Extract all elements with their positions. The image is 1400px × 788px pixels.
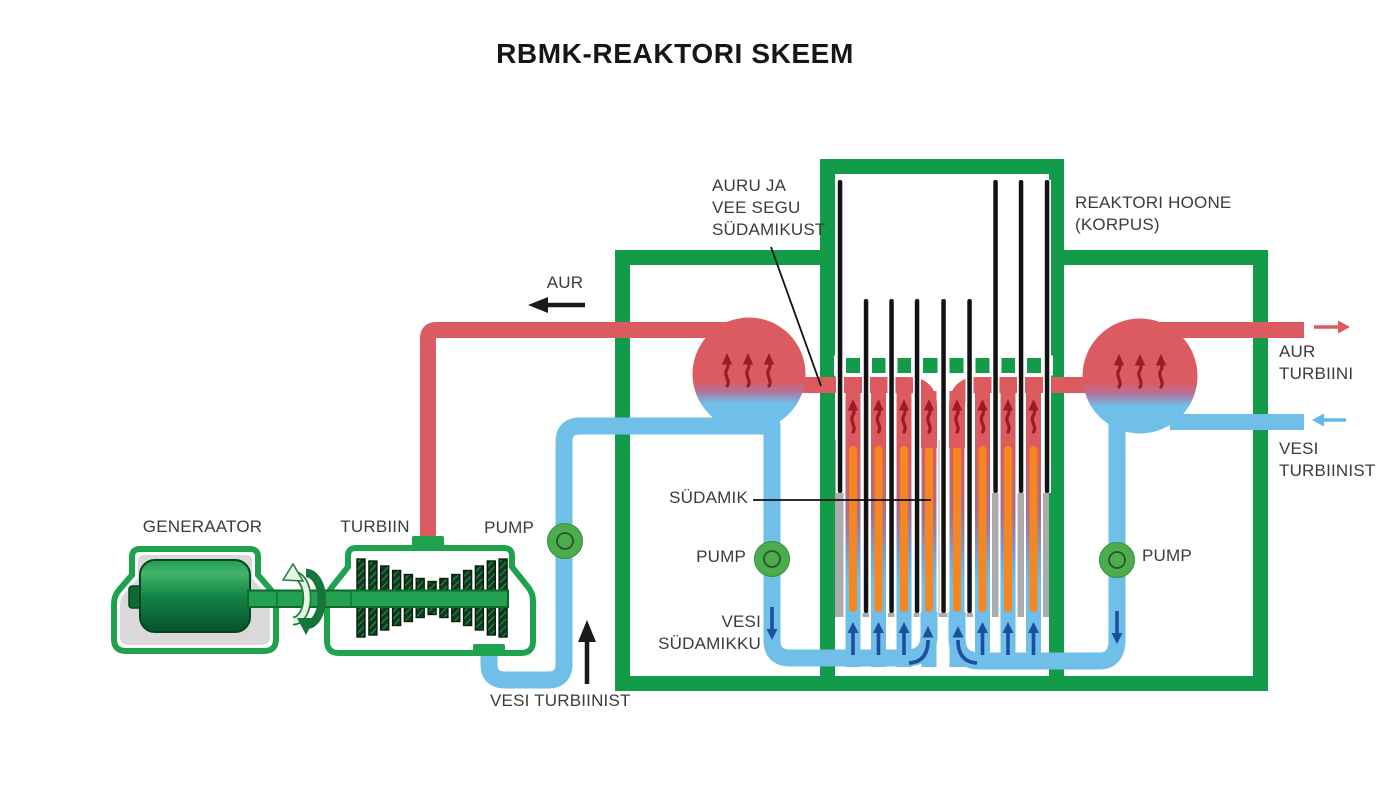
left-top-bar: [615, 250, 822, 265]
label-core: SÜDAMIK: [669, 488, 748, 507]
turbine-water-outlet-flange: [473, 644, 505, 656]
fuel-rod: [953, 446, 961, 612]
label-pump-left: PUMP: [484, 518, 534, 537]
fuel-rod: [900, 446, 908, 612]
label-steam-water-mixture: AURU JA VEE SEGU SÜDAMIKUST: [712, 176, 826, 239]
drive-shaft: [247, 589, 509, 608]
cold-flow-bent-icon: [952, 626, 978, 665]
mixture-leader-line: [770, 246, 822, 387]
label-pump-right: PUMP: [1142, 546, 1192, 565]
hall-left-wall: [820, 159, 835, 677]
turbine-steam-inlet-flange: [412, 536, 444, 548]
steam-pipe-to-turbine: [420, 322, 748, 542]
fuel-rod: [1004, 446, 1012, 612]
generator: [111, 546, 279, 654]
page-title: RBMK-REAKTORI SKEEM: [496, 38, 854, 69]
label-steam: AUR: [546, 273, 584, 292]
rotation-arrows-icon: [281, 562, 327, 635]
bottom-bar: [615, 676, 1268, 691]
label-steam-to-turbine: AUR TURBIINI: [1279, 342, 1354, 383]
steam-direction-arrow-icon: [528, 297, 585, 313]
feedwater-pipe-from-turbine: [480, 417, 780, 689]
steam-out-arrow-icon: [1314, 320, 1350, 334]
right-top-bar: [1064, 250, 1268, 265]
fuel-rod: [874, 446, 883, 612]
cold-flow-bent-icon: [908, 626, 934, 665]
steam-drum-left: [692, 317, 806, 431]
fuel-rod: [925, 446, 933, 612]
generator-rotor: [139, 559, 251, 633]
label-pump-middle: PUMP: [696, 547, 746, 566]
control-rod-raised: [836, 180, 1051, 493]
label-water-from-turbine-right: VESI TURBIINIST: [1279, 439, 1376, 480]
label-water-to-core: VESI SÜDAMIKKU: [658, 612, 761, 653]
fuel-rod: [1029, 446, 1038, 612]
fuel-rod: [849, 446, 857, 612]
water-up-arrow-icon: [578, 620, 596, 684]
label-generator: GENERAATOR: [142, 517, 263, 536]
fuel-rod: [978, 446, 987, 612]
turbine: [247, 536, 536, 656]
leader-lines: [753, 246, 931, 501]
right-wall: [1253, 250, 1268, 691]
label-reactor-building: REAKTORI HOONE (KORPUS): [1075, 193, 1232, 234]
control-rod-inserted: [862, 299, 974, 613]
fuel-rods: [849, 446, 1038, 612]
label-water-from-turbine-bottom: VESI TURBIINIST: [490, 691, 631, 710]
hall-top-bar: [820, 159, 1064, 174]
label-turbine: TURBIIN: [340, 517, 410, 536]
left-wall: [615, 250, 630, 691]
pump-right: [1098, 541, 1136, 579]
water-in-arrow-icon: [1312, 413, 1346, 427]
pump-left: [546, 522, 584, 560]
pump-middle: [753, 540, 791, 578]
steam-drums: [692, 317, 1198, 434]
control-rods: [836, 180, 1051, 613]
flow-arrows: [528, 297, 1350, 684]
hall-right-wall: [1049, 159, 1064, 677]
